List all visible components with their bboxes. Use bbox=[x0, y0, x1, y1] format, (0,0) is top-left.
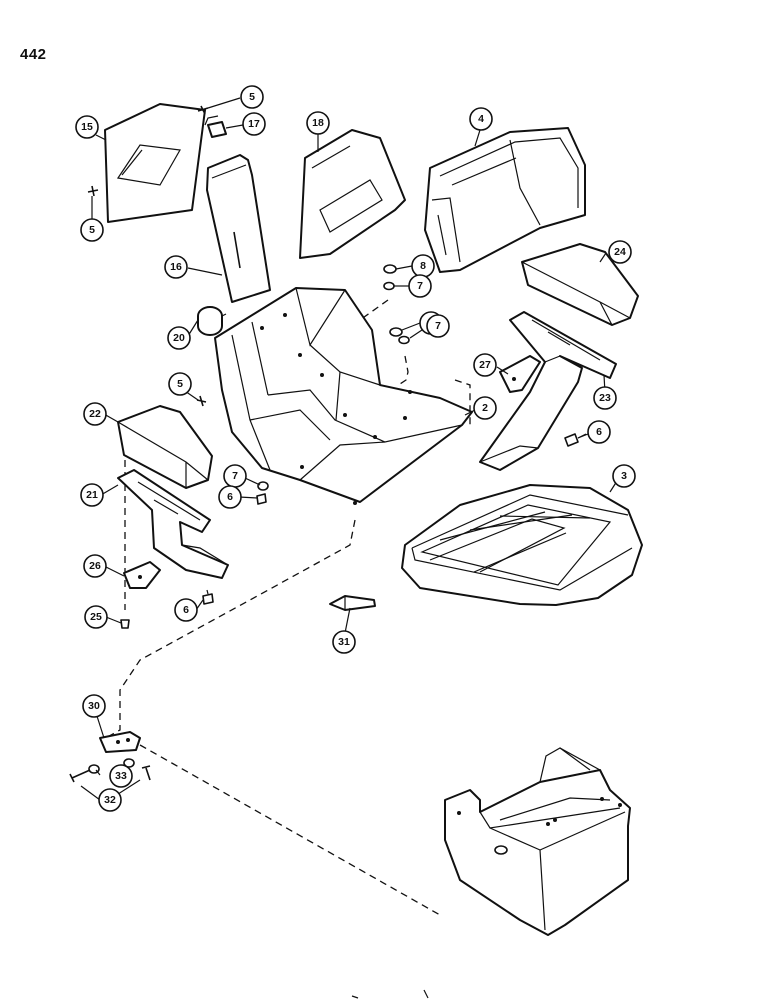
svg-text:23: 23 bbox=[599, 392, 611, 404]
part-22-left-armrest-pad bbox=[117, 405, 213, 489]
callout-25: 25 bbox=[84, 605, 108, 629]
callout-8-upper: 8 bbox=[411, 254, 435, 278]
svg-text:27: 27 bbox=[479, 359, 491, 371]
svg-text:26: 26 bbox=[89, 560, 101, 572]
svg-text:21: 21 bbox=[86, 489, 98, 501]
svg-text:3: 3 bbox=[621, 470, 627, 482]
callout-7-upper: 7 bbox=[408, 274, 432, 298]
svg-text:5: 5 bbox=[249, 91, 255, 103]
callout-31: 31 bbox=[332, 630, 356, 654]
part-4-backrest-cushion bbox=[424, 127, 586, 273]
part-17-clip bbox=[204, 115, 227, 138]
svg-text:5: 5 bbox=[177, 378, 183, 390]
callout-17: 17 bbox=[242, 112, 266, 136]
callout-7-lower: 7 bbox=[426, 314, 450, 338]
svg-text:24: 24 bbox=[614, 246, 626, 258]
callout-5-left: 5 bbox=[80, 218, 104, 242]
part-31-plate bbox=[329, 595, 376, 611]
leader-lines bbox=[80, 97, 618, 801]
callout-5-mid: 5 bbox=[168, 372, 192, 396]
part-5-screw-left bbox=[87, 185, 99, 197]
callout-5-top: 5 bbox=[240, 85, 264, 109]
part-6-bolt-lower bbox=[202, 589, 214, 605]
svg-text:6: 6 bbox=[227, 491, 233, 503]
callout-7-left: 7 bbox=[223, 464, 247, 488]
callout-26: 26 bbox=[83, 554, 107, 578]
svg-text:7: 7 bbox=[435, 320, 441, 332]
callout-24: 24 bbox=[608, 240, 632, 264]
part-5-screw-mid bbox=[196, 395, 207, 407]
part-7-nut-left bbox=[257, 481, 269, 491]
callout-33: 33 bbox=[109, 764, 133, 788]
part-20-knob bbox=[197, 306, 227, 336]
callout-32: 32 bbox=[98, 788, 122, 812]
bottom-marks bbox=[351, 989, 429, 999]
callout-6-lower: 6 bbox=[174, 598, 198, 622]
callout-20: 20 bbox=[167, 326, 191, 350]
part-32-bolts bbox=[69, 765, 151, 783]
svg-text:16: 16 bbox=[170, 261, 182, 273]
part-23-right-armrest-bracket bbox=[479, 311, 617, 471]
part-2-seat-pan bbox=[214, 287, 473, 505]
svg-text:30: 30 bbox=[88, 700, 100, 712]
svg-text:25: 25 bbox=[90, 611, 102, 623]
svg-text:20: 20 bbox=[173, 332, 185, 344]
svg-text:31: 31 bbox=[338, 636, 350, 648]
svg-text:17: 17 bbox=[248, 118, 260, 130]
svg-text:7: 7 bbox=[232, 470, 238, 482]
svg-text:32: 32 bbox=[104, 794, 116, 806]
callout-21: 21 bbox=[80, 483, 104, 507]
part-7-nut-lower bbox=[398, 335, 410, 345]
callout-27: 27 bbox=[473, 353, 497, 377]
seat-base-frame bbox=[444, 747, 631, 936]
part-15-back-panel bbox=[104, 103, 206, 223]
svg-text:22: 22 bbox=[89, 408, 101, 420]
callout-23: 23 bbox=[593, 386, 617, 410]
part-5-screw-top bbox=[197, 105, 209, 115]
part-30-bracket bbox=[99, 731, 141, 753]
part-8-washer-lower bbox=[389, 327, 403, 337]
callout-4: 4 bbox=[469, 107, 493, 131]
part-24-right-armrest-pad bbox=[521, 243, 639, 326]
svg-text:15: 15 bbox=[81, 121, 93, 133]
part-21-left-armrest-bracket bbox=[117, 469, 229, 579]
part-33-nut bbox=[88, 758, 135, 774]
part-8-washer-upper bbox=[383, 264, 397, 274]
part-27-bracket bbox=[499, 355, 541, 393]
callout-2: 2 bbox=[473, 396, 497, 420]
svg-text:6: 6 bbox=[596, 426, 602, 438]
svg-text:33: 33 bbox=[115, 770, 127, 782]
svg-text:6: 6 bbox=[183, 604, 189, 616]
part-26-bracket bbox=[123, 561, 161, 589]
svg-text:8: 8 bbox=[420, 260, 426, 272]
callout-16: 16 bbox=[164, 255, 188, 279]
svg-text:4: 4 bbox=[478, 113, 484, 125]
part-25-pin bbox=[120, 619, 130, 629]
page-number: 442 bbox=[20, 46, 47, 63]
part-7-nut-upper bbox=[383, 281, 395, 291]
svg-text:7: 7 bbox=[417, 280, 423, 292]
part-16-support-strap bbox=[206, 154, 271, 303]
svg-text:2: 2 bbox=[482, 402, 488, 414]
callout-6-left: 6 bbox=[218, 485, 242, 509]
callout-22: 22 bbox=[83, 402, 107, 426]
svg-text:18: 18 bbox=[312, 117, 324, 129]
callout-3: 3 bbox=[612, 464, 636, 488]
part-3-seat-cushion bbox=[401, 484, 643, 606]
callout-6-right: 6 bbox=[587, 420, 611, 444]
part-6-bolt-left bbox=[256, 493, 267, 505]
part-18-back-cushion-panel bbox=[299, 129, 406, 259]
callout-18: 18 bbox=[306, 111, 330, 135]
callout-30: 30 bbox=[82, 694, 106, 718]
callout-15: 15 bbox=[75, 115, 99, 139]
svg-text:5: 5 bbox=[89, 224, 95, 236]
